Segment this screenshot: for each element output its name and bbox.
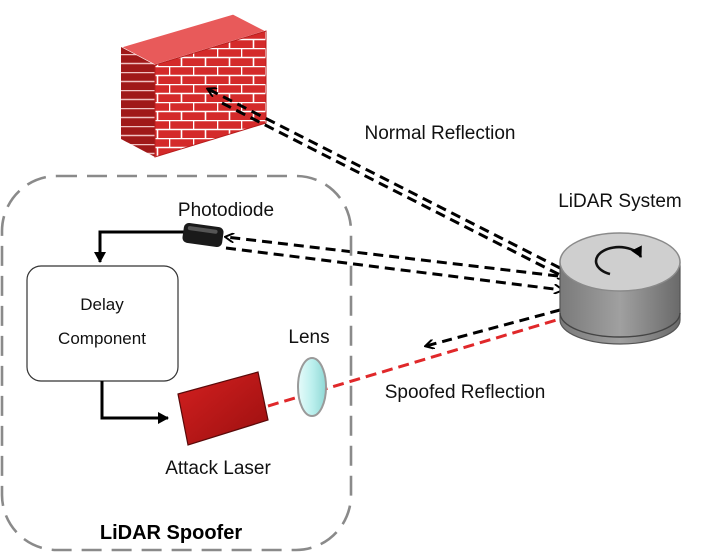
lidar-spoofer-label: LiDAR Spoofer bbox=[100, 522, 242, 544]
attack-laser-label: Attack Laser bbox=[165, 458, 271, 479]
attack-laser-body bbox=[177, 371, 269, 446]
lidar-base-ring bbox=[559, 312, 681, 338]
lidar-system bbox=[559, 232, 681, 345]
photodiode bbox=[182, 222, 224, 248]
lens bbox=[297, 357, 327, 417]
normal-reflection-label: Normal Reflection bbox=[365, 123, 516, 144]
photodiode-label: Photodiode bbox=[178, 200, 274, 221]
delay-to-laser-connector bbox=[100, 381, 169, 424]
lidar-top-face bbox=[559, 232, 681, 292]
normal-reflection-beams bbox=[208, 89, 566, 278]
delay-label-line1: Delay bbox=[80, 295, 124, 314]
delay-label-line2: Component bbox=[58, 329, 146, 348]
lens-label: Lens bbox=[288, 327, 329, 348]
signal-connectors bbox=[94, 230, 184, 424]
photodiode-beam-in bbox=[226, 237, 559, 278]
brick-wall bbox=[119, 13, 268, 158]
photodiode-body bbox=[182, 222, 224, 248]
photodiode-highlight bbox=[187, 226, 218, 234]
lidar-system-label: LiDAR System bbox=[558, 191, 682, 212]
lidar-beam-to-spoofer bbox=[426, 308, 561, 346]
normal-beam-outgoing bbox=[208, 89, 561, 270]
spoofed-reflection-label: Spoofed Reflection bbox=[385, 382, 546, 403]
lidar-spoofer-border bbox=[0, 174, 353, 552]
normal-beam-return bbox=[221, 101, 566, 278]
photodiode-to-delay-connector bbox=[94, 230, 184, 263]
delay-component-box bbox=[26, 265, 179, 382]
wall-face bbox=[121, 47, 155, 157]
photodiode-beams bbox=[226, 237, 562, 290]
attack-laser bbox=[177, 371, 269, 446]
photodiode-beam-out bbox=[225, 246, 562, 290]
rotation-arrow-icon bbox=[594, 245, 643, 276]
